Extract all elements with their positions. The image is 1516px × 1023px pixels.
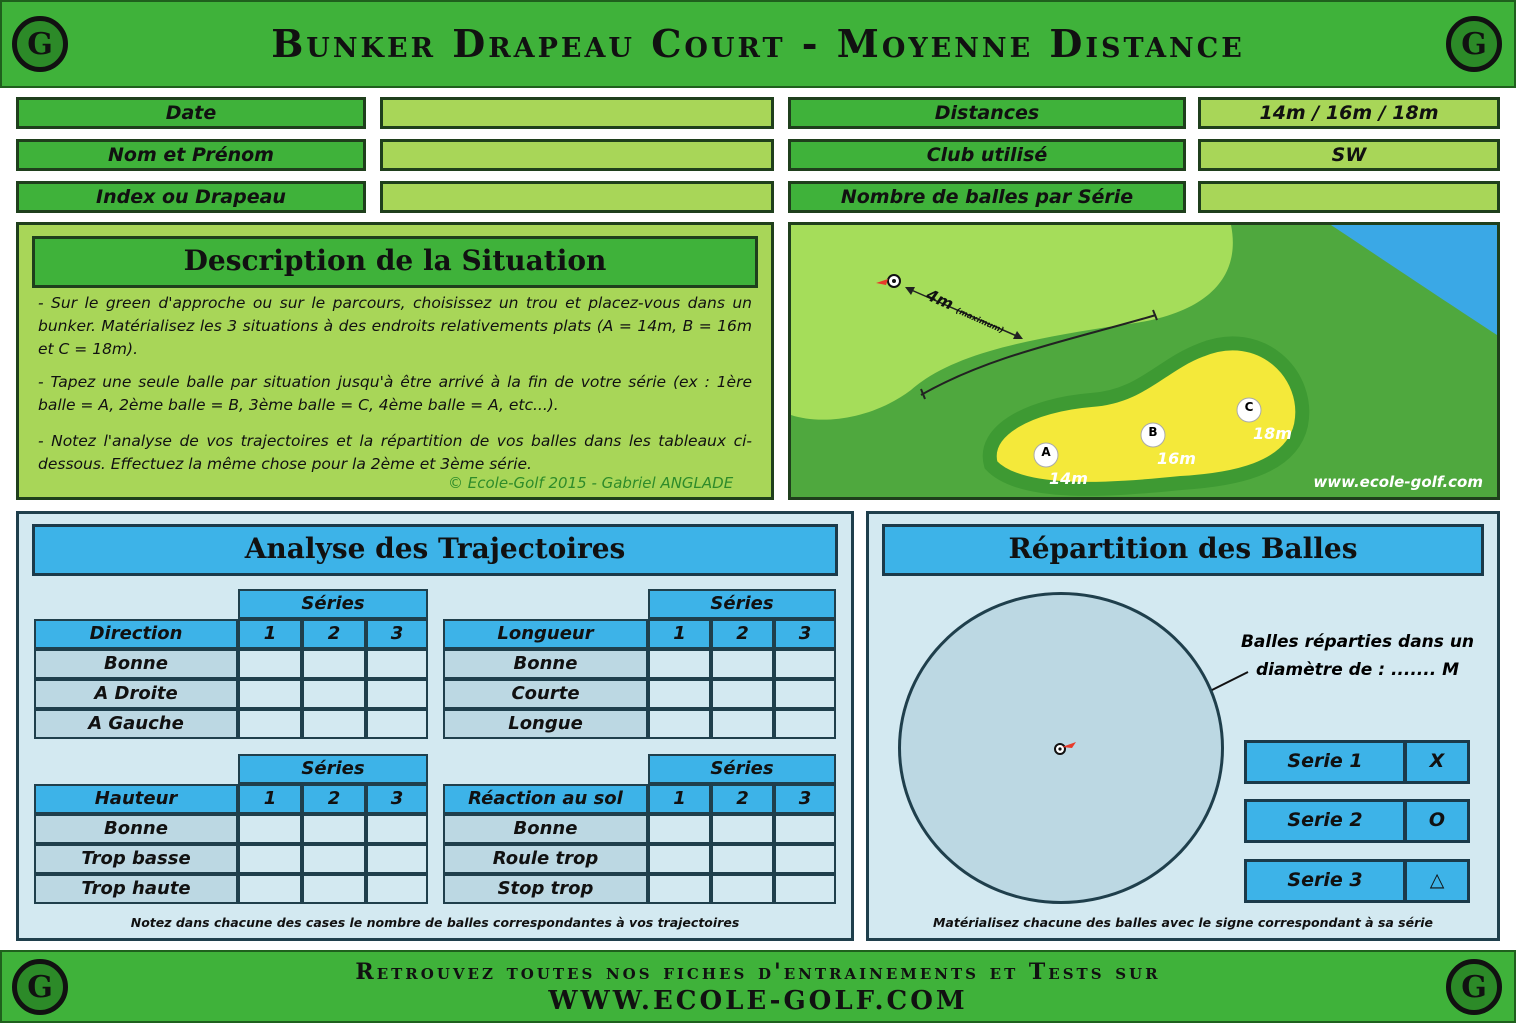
- ecole-golf-logo-icon: G: [12, 959, 68, 1015]
- description-paragraph-1: - Sur le green d'approche ou sur le parc…: [38, 294, 752, 358]
- row-label: Bonne: [443, 814, 648, 844]
- col-1: 1: [648, 619, 711, 649]
- footer-website-link[interactable]: WWW.ECOLE-GOLF.COM: [548, 986, 968, 1016]
- serie-1-label: Serie 1: [1244, 740, 1406, 784]
- date-label: Date: [16, 97, 366, 129]
- repartition-note: Matérialisez chacune des balles avec le …: [932, 915, 1434, 930]
- col-2: 2: [302, 784, 366, 814]
- serie-3-sign: △: [1404, 859, 1470, 903]
- reaction-grid[interactable]: [648, 814, 836, 904]
- col-3: 3: [366, 784, 428, 814]
- hauteur-header: Hauteur: [34, 784, 238, 814]
- col-3: 3: [774, 784, 836, 814]
- green-area: [791, 225, 1233, 420]
- series-header: Séries: [648, 589, 836, 619]
- series-header: Séries: [238, 754, 428, 784]
- flag-icon: [876, 279, 888, 285]
- date-field[interactable]: [380, 97, 774, 129]
- series-header: Séries: [648, 754, 836, 784]
- distance-arrow: [908, 288, 1020, 338]
- arrow-head: [1013, 331, 1023, 339]
- distances-value[interactable]: 14m / 16m / 18m: [1198, 97, 1500, 129]
- point-a-marker: [1033, 442, 1059, 468]
- point-c-distance: 18m: [1253, 424, 1292, 443]
- point-b-distance: 16m: [1157, 449, 1196, 468]
- arrow-head: [905, 287, 915, 295]
- col-3: 3: [774, 619, 836, 649]
- serie-1-sign: X: [1404, 740, 1470, 784]
- col-2: 2: [302, 619, 366, 649]
- copyright: © Ecole-Golf 2015 - Gabriel ANGLADE: [448, 474, 734, 492]
- bunker-edge-mark: [920, 388, 926, 400]
- longueur-header: Longueur: [443, 619, 648, 649]
- direction-grid[interactable]: [238, 649, 428, 739]
- header-band: [0, 0, 1516, 88]
- website-watermark: www.ecole-golf.com: [1313, 473, 1483, 491]
- col-2: 2: [711, 784, 774, 814]
- index-label: Index ou Drapeau: [16, 181, 366, 213]
- point-b-marker: [1140, 422, 1166, 448]
- row-label: Longue: [443, 709, 648, 739]
- point-a-distance: 14m: [1049, 469, 1088, 488]
- diameter-pointer-line: [1211, 671, 1249, 691]
- longueur-grid[interactable]: [648, 649, 836, 739]
- hauteur-grid[interactable]: [238, 814, 428, 904]
- page-title: Bunker Drapeau Court - Moyenne Distance: [271, 21, 1245, 66]
- footer-line-1: Retrouvez toutes nos fiches d'entraineme…: [355, 959, 1161, 985]
- name-label: Nom et Prénom: [16, 139, 366, 171]
- target-flag-icon: [1054, 742, 1076, 755]
- row-label: Bonne: [34, 649, 238, 679]
- ecole-golf-logo-icon: G: [1446, 959, 1502, 1015]
- series-header: Séries: [238, 589, 428, 619]
- club-value[interactable]: SW: [1198, 139, 1500, 171]
- col-1: 1: [238, 619, 302, 649]
- water-hazard: [1331, 225, 1497, 335]
- row-label: Trop haute: [34, 874, 238, 904]
- description-paragraph-2: - Tapez une seule balle par situation ju…: [38, 373, 752, 414]
- ecole-golf-logo-icon: G: [12, 16, 68, 72]
- diameter-text-1: Balles réparties dans un: [1240, 632, 1475, 652]
- row-label: Courte: [443, 679, 648, 709]
- direction-header: Direction: [34, 619, 238, 649]
- bunker-diagram: 4m (maximum) A B C 14m 16m 18m www.ecole…: [788, 222, 1500, 500]
- analyse-note: Notez dans chacune des cases le nombre d…: [130, 915, 740, 930]
- serie-2-sign: O: [1404, 799, 1470, 843]
- index-field[interactable]: [380, 181, 774, 213]
- distances-label: Distances: [788, 97, 1186, 129]
- balls-per-series-label: Nombre de balles par Série: [788, 181, 1186, 213]
- analyse-title: Analyse des Trajectoires: [32, 524, 838, 576]
- row-label: Bonne: [34, 814, 238, 844]
- col-1: 1: [238, 784, 302, 814]
- col-2: 2: [711, 619, 774, 649]
- description-paragraph-3: - Notez l'analyse de vos trajectoires et…: [38, 432, 752, 473]
- reaction-header: Réaction au sol: [443, 784, 648, 814]
- repartition-title: Répartition des Balles: [882, 524, 1484, 576]
- row-label: Trop basse: [34, 844, 238, 874]
- description-title: Description de la Situation: [32, 236, 758, 288]
- row-label: A Gauche: [34, 709, 238, 739]
- col-1: 1: [648, 784, 711, 814]
- serie-2-label: Serie 2: [1244, 799, 1406, 843]
- footer-band: [0, 950, 1516, 1023]
- row-label: Bonne: [443, 649, 648, 679]
- point-a-letter: A: [1041, 445, 1051, 459]
- ecole-golf-logo-icon: G: [1446, 16, 1502, 72]
- bunker-edge-mark: [1152, 309, 1158, 321]
- balls-per-series-field[interactable]: [1198, 181, 1500, 213]
- diameter-text-2: diamètre de : ....... M: [1255, 660, 1460, 680]
- point-c-marker: [1236, 397, 1262, 423]
- row-label: A Droite: [34, 679, 238, 709]
- col-3: 3: [366, 619, 428, 649]
- row-label: Stop trop: [443, 874, 648, 904]
- bunker-sand: [982, 336, 1310, 496]
- club-label: Club utilisé: [788, 139, 1186, 171]
- name-field[interactable]: [380, 139, 774, 171]
- serie-3-label: Serie 3: [1244, 859, 1406, 903]
- bunker-edge-line: [920, 314, 1157, 396]
- point-b-letter: B: [1148, 425, 1158, 439]
- row-label: Roule trop: [443, 844, 648, 874]
- point-c-letter: C: [1244, 400, 1254, 414]
